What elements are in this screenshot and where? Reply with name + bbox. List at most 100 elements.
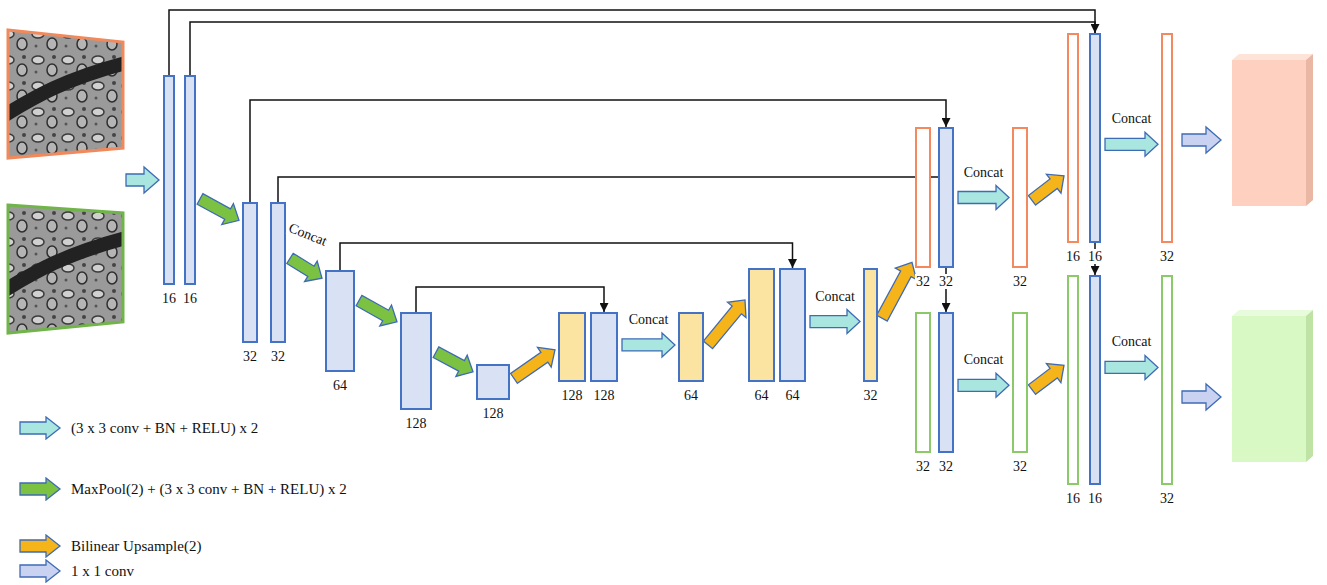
skip-connection [416, 287, 604, 312]
channel-count: 16 [1065, 249, 1081, 264]
input-arrow [126, 167, 159, 193]
edge-label-holder: Concat [628, 310, 670, 328]
legend-swatch [18, 559, 62, 583]
edge-label-holder: Concat [963, 350, 1005, 368]
skip-connection [278, 177, 946, 312]
feature-map: 32 [915, 127, 931, 268]
feature-map: 32 [1161, 33, 1173, 243]
feature-map: 128 [476, 364, 510, 400]
output-map [1232, 54, 1313, 206]
channel-label-holder: 128 [446, 404, 540, 422]
block-arrow [511, 347, 555, 383]
feature-map: 32 [270, 202, 286, 343]
legend-swatch [18, 477, 62, 501]
channel-count: 128 [482, 406, 505, 421]
skip-connection [250, 100, 946, 202]
block-arrow [877, 262, 917, 321]
block-arrow [958, 186, 1009, 210]
legend-item: MaxPool(2) + (3 x 3 conv + BN + RELU) x … [18, 477, 348, 501]
channel-label-holder: 32 [908, 272, 984, 290]
edge-label-holder: Concat [1111, 109, 1153, 127]
legend-arrow [20, 535, 60, 557]
channel-count: 32 [863, 388, 879, 403]
feature-map: 128 [590, 312, 618, 382]
legend-swatch [18, 534, 62, 558]
concat-label: Concat [814, 289, 856, 304]
channel-count: 32 [1159, 249, 1175, 264]
channel-count: 64 [683, 388, 699, 403]
feature-map: 32 [863, 268, 878, 382]
feature-map: 16 [1089, 275, 1101, 485]
legend-item: Bilinear Upsample(2) [18, 534, 202, 558]
legend-item: 1 x 1 conv [18, 559, 135, 583]
feature-map: 64 [748, 268, 775, 382]
channel-label-holder: 16 [154, 289, 226, 307]
channel-label-holder: 64 [648, 386, 734, 404]
conv1x1-arrow [1182, 384, 1221, 410]
channel-count: 128 [561, 388, 584, 403]
block-arrow [1028, 364, 1064, 395]
channel-count: 32 [938, 459, 954, 474]
block-arrow [1105, 355, 1158, 379]
legend-text: Bilinear Upsample(2) [70, 539, 202, 554]
edge-label-holder: Concat [285, 218, 330, 250]
skip-connection [169, 10, 1095, 75]
legend-arrow [20, 417, 60, 439]
feature-map: 16 [1089, 33, 1101, 243]
skip-connection [340, 243, 793, 270]
feature-map: 128 [558, 312, 586, 382]
edge-label-holder: Concat [963, 163, 1005, 181]
feature-map: 32 [938, 312, 954, 453]
channel-label-holder: 128 [370, 414, 462, 432]
block-arrow [810, 310, 860, 334]
legend-text: MaxPool(2) + (3 x 3 conv + BN + RELU) x … [70, 482, 348, 497]
block-arrow [1028, 174, 1064, 205]
feature-map: 128 [400, 312, 432, 410]
channel-label-holder: 128 [560, 386, 648, 404]
channel-count: 16 [1087, 249, 1103, 264]
feature-map: 64 [325, 270, 355, 372]
channel-count: 64 [754, 388, 770, 403]
channel-label-holder: 32 [240, 347, 316, 365]
edge-label-holder: Concat [1111, 332, 1153, 350]
concat-label: Concat [628, 312, 670, 327]
feature-map: 16 [1067, 33, 1079, 243]
legend-arrow [20, 478, 60, 500]
feature-map: 32 [242, 202, 258, 343]
feature-map: 16 [184, 75, 196, 285]
block-arrow [703, 300, 746, 349]
concat-label: Concat [963, 165, 1005, 180]
feature-map: 32 [915, 312, 931, 453]
legend-arrow [20, 560, 60, 582]
legend-item: (3 x 3 conv + BN + RELU) x 2 [18, 416, 259, 440]
feature-map: 32 [1012, 312, 1028, 453]
legend-text: (3 x 3 conv + BN + RELU) x 2 [70, 421, 259, 436]
channel-count: 32 [270, 349, 286, 364]
channel-label-holder: 32 [1131, 489, 1203, 507]
legend-text: 1 x 1 conv [70, 564, 135, 579]
concat-label: Concat [286, 220, 330, 250]
concat-label: Concat [963, 352, 1005, 367]
feature-map: 32 [938, 127, 954, 268]
channel-count: 32 [915, 274, 931, 289]
feature-map: 16 [163, 75, 175, 285]
channel-count: 64 [332, 378, 348, 393]
concat-label: Concat [1111, 111, 1153, 126]
legend-swatch [18, 416, 62, 440]
channel-count: 32 [1159, 491, 1175, 506]
channel-label-holder: 32 [1131, 247, 1203, 265]
concat-label: Concat [1111, 334, 1153, 349]
feature-map: 64 [678, 312, 704, 382]
channel-label-holder: 64 [295, 376, 385, 394]
feature-map: 64 [779, 268, 806, 382]
channel-count: 32 [242, 349, 258, 364]
channel-count: 32 [1012, 274, 1028, 289]
channel-label-holder: 32 [833, 386, 908, 404]
channel-count: 16 [1087, 491, 1103, 506]
skip-connection [190, 22, 1095, 275]
block-arrow [356, 295, 397, 326]
channel-count: 16 [161, 291, 177, 306]
channel-label-holder: 64 [749, 386, 836, 404]
